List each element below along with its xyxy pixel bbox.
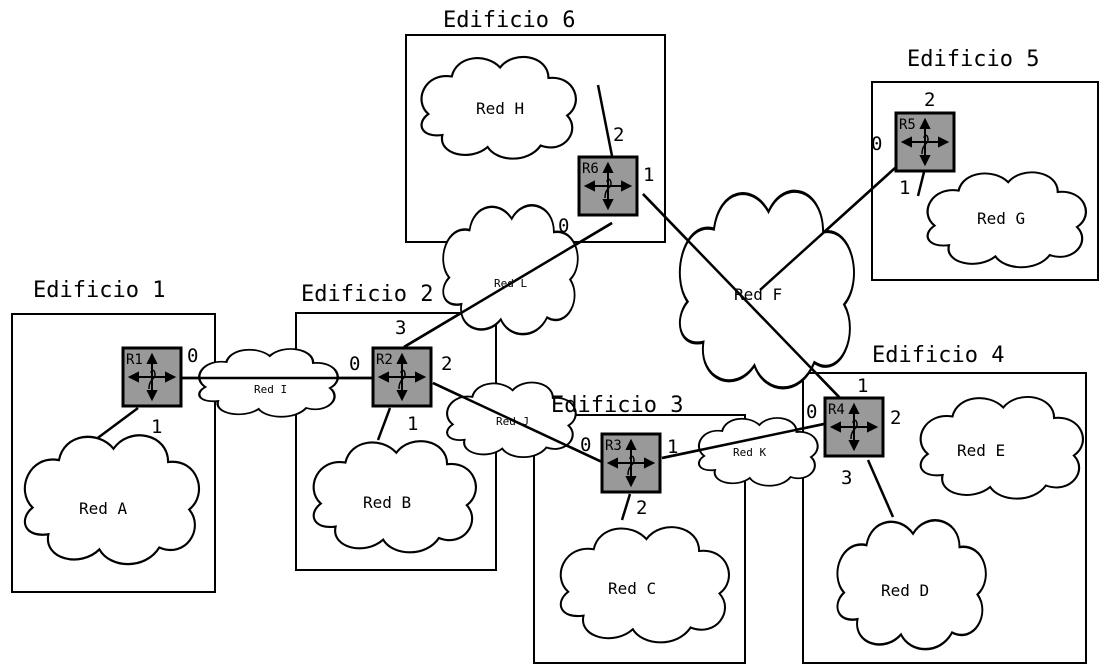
- port-r3-2: 2: [636, 497, 647, 519]
- building-1: [11, 313, 216, 593]
- port-r6-1: 1: [643, 164, 654, 186]
- link-r1-net-a: [94, 406, 139, 442]
- net-label-i: Red I: [254, 383, 287, 396]
- building-4: [802, 372, 1087, 664]
- port-r4-3: 3: [841, 467, 852, 489]
- port-r4-1: 1: [857, 375, 868, 397]
- building-label-3: Edificio 3: [551, 393, 683, 418]
- router-label-r4: R4: [828, 402, 845, 418]
- link-r3-net-c: [620, 493, 632, 521]
- building-label-1: Edificio 1: [33, 278, 165, 303]
- port-r5-1: 1: [899, 177, 910, 199]
- port-r2-3: 3: [395, 317, 406, 339]
- router-label-r2: R2: [376, 352, 393, 368]
- port-r5-0: 0: [871, 133, 882, 155]
- port-r2-1: 1: [407, 413, 418, 435]
- port-r4-0: 0: [806, 401, 817, 423]
- building-5: [871, 81, 1099, 281]
- net-label-h: Red H: [476, 99, 524, 118]
- link-r2-net-b: [376, 407, 392, 441]
- port-r1-0: 0: [187, 345, 198, 367]
- port-r1-1: 1: [151, 416, 162, 438]
- router-label-r1: R1: [126, 352, 143, 368]
- port-r4-2: 2: [890, 407, 901, 429]
- port-r2-2: 2: [441, 353, 452, 375]
- net-label-k: Red K: [733, 446, 766, 459]
- router-label-r5: R5: [899, 117, 916, 133]
- building-3: [533, 414, 746, 664]
- building-label-2: Edificio 2: [301, 282, 433, 307]
- net-label-j: Red J: [496, 415, 529, 428]
- net-label-g: Red G: [977, 209, 1025, 228]
- router-label-r6: R6: [582, 161, 599, 177]
- port-r3-0: 0: [580, 434, 591, 456]
- link-r6-net-h: [596, 84, 614, 157]
- port-r6-2: 2: [613, 124, 624, 146]
- port-r2-0: 0: [349, 353, 360, 375]
- link-r4-net-d: [866, 459, 895, 518]
- port-r5-2: 2: [924, 89, 935, 111]
- net-label-d: Red D: [881, 581, 929, 600]
- links-over: [182, 167, 896, 464]
- building-label-5: Edificio 5: [907, 47, 1039, 72]
- router-r4: R4: [823, 396, 885, 458]
- router-r5: R5: [894, 111, 956, 173]
- link-r5-net-g: [916, 171, 926, 197]
- router-r1: R1: [121, 346, 183, 408]
- net-label-b: Red B: [363, 493, 411, 512]
- router-r6: R6: [577, 155, 639, 217]
- building-label-4: Edificio 4: [872, 343, 1004, 368]
- port-r6-0: 0: [558, 215, 569, 237]
- port-r3-1: 1: [667, 436, 678, 458]
- net-label-l: Red L: [494, 277, 527, 290]
- router-r2: R2: [371, 346, 433, 408]
- net-label-a: Red A: [79, 499, 128, 518]
- router-label-r3: R3: [605, 438, 622, 454]
- net-label-e: Red E: [957, 441, 1005, 460]
- building-label-6: Edificio 6: [443, 8, 575, 33]
- net-label-c: Red C: [608, 579, 656, 598]
- router-r3: R3: [600, 432, 662, 494]
- net-label-f: Red F: [734, 285, 782, 304]
